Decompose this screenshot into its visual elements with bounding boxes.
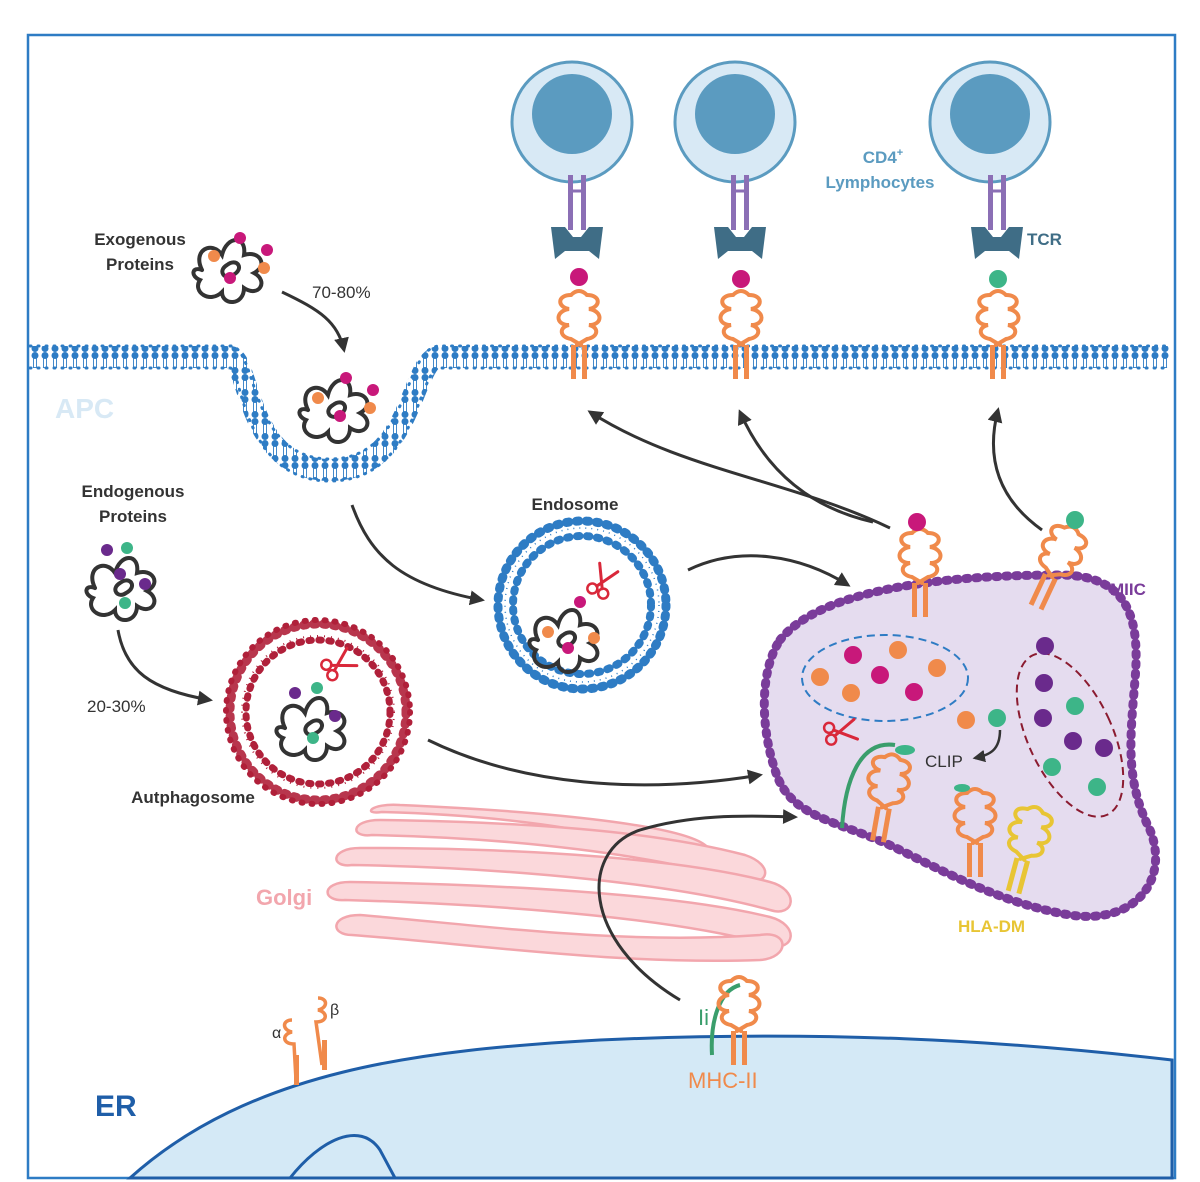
arrow-exogenous-uptake	[281, 290, 349, 353]
ii-label: Ii	[698, 1005, 709, 1030]
peptide-magenta	[570, 268, 588, 286]
invariant-chain	[709, 983, 741, 1056]
peptide-magenta	[732, 270, 750, 288]
arrow-miic-to-surface-3	[987, 407, 1043, 532]
cd4-lymphocyte-2	[673, 60, 797, 184]
beta-label: β	[330, 1002, 339, 1019]
arrow-er-to-miic	[597, 809, 798, 1002]
clip-fragment	[954, 784, 970, 792]
clip-fragment	[895, 745, 915, 755]
exogenous-label: Proteins	[106, 255, 174, 274]
cd4-label: CD4+	[863, 147, 903, 167]
pct-endogenous-label: 20-30%	[87, 697, 146, 716]
internalized-protein	[297, 372, 379, 445]
golgi-apparatus	[326, 803, 792, 963]
apc-label: APC	[55, 393, 114, 424]
endogenous-label: Proteins	[99, 507, 167, 526]
alpha-label: α	[272, 1025, 281, 1042]
mhc-beta-chain	[313, 996, 328, 1070]
arrow-miic-to-surface-2	[737, 409, 874, 524]
endogenous-label: Endogenous	[82, 482, 185, 501]
autophagosome-protein	[274, 682, 347, 763]
peptide-cluster-exogenous	[801, 634, 969, 722]
arrow-to-endosome	[350, 504, 485, 606]
peptide-pool-endogenous	[988, 637, 1113, 796]
golgi-label: Golgi	[256, 885, 312, 910]
autophagosome	[223, 617, 413, 807]
plasma-membrane	[30, 346, 1170, 482]
mhc-ii-label: MHC-II	[688, 1068, 758, 1093]
arrow-endogenous	[116, 629, 213, 706]
arrow-miic-to-surface-1	[587, 410, 891, 530]
er-label: ER	[95, 1090, 137, 1123]
arrow-autophagosome-to-miic	[427, 738, 763, 787]
peptide-cluster-endogenous	[1015, 652, 1125, 818]
peptide-green	[989, 270, 1007, 288]
endosome-label: Endosome	[532, 495, 619, 514]
invariant-chain	[840, 742, 896, 829]
er-lumen-fold	[288, 1133, 397, 1179]
lymphocytes-label: Lymphocytes	[826, 173, 935, 192]
cd4-lymphocyte-3	[928, 60, 1052, 184]
pct-exogenous-label: 70-80%	[312, 283, 371, 302]
endosome-protein	[527, 596, 600, 675]
endoplasmic-reticulum	[126, 1034, 1174, 1180]
miic-label: MIIC	[1110, 580, 1146, 599]
peptide-green	[1066, 511, 1084, 529]
tcr-label: TCR	[1027, 230, 1062, 249]
autophagosome-label: Autphagosome	[131, 788, 255, 807]
arrow-clip	[972, 729, 1002, 763]
mhc-alpha-chain	[282, 1018, 299, 1085]
arrow-endosome-to-miic	[687, 554, 851, 587]
hla-dm-label: HLA-DM	[958, 917, 1025, 936]
endogenous-protein	[84, 542, 157, 623]
peptide-magenta	[908, 513, 926, 531]
peptide-pool-exogenous	[811, 641, 975, 729]
exogenous-label: Exogenous	[94, 230, 186, 249]
exogenous-protein	[191, 232, 273, 305]
clip-label: CLIP	[925, 752, 963, 771]
cd4-lymphocyte-1	[510, 60, 634, 184]
